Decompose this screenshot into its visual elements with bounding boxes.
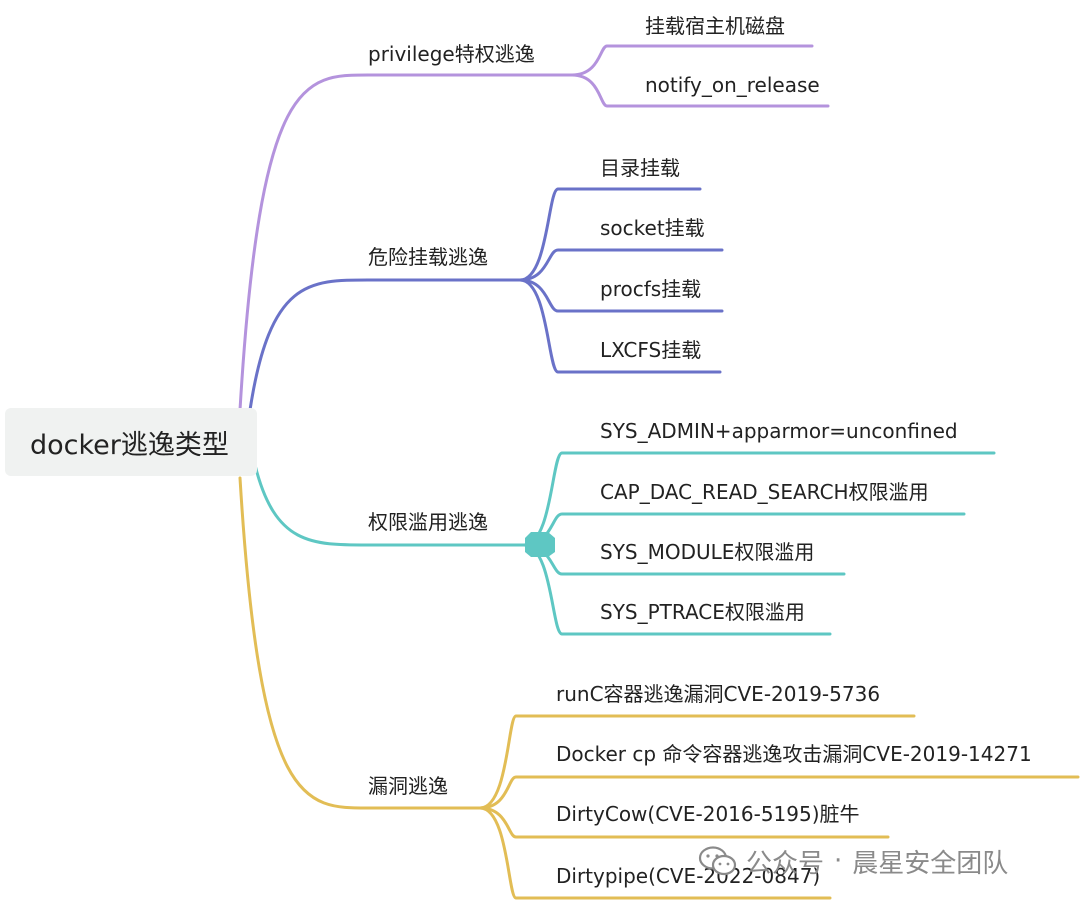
- branch-connector-3: [238, 476, 370, 810]
- leaf-docker-cp-cve[interactable]: Docker cp 命令容器逃逸攻击漏洞CVE-2019-14271: [556, 742, 1032, 766]
- leaf-directory-mount[interactable]: 目录挂载: [600, 156, 680, 180]
- branch-connector-2: [253, 463, 370, 547]
- leaf-sys-admin-apparmor[interactable]: SYS_ADMIN+apparmor=unconfined: [600, 419, 958, 443]
- leaf-procfs-mount[interactable]: procfs挂载: [600, 277, 702, 301]
- leaf-connector-0-0: [570, 44, 814, 77]
- leaf-dirtycow-cve[interactable]: DirtyCow(CVE-2016-5195)脏牛: [556, 802, 860, 826]
- watermark: 公众号 · 晨星安全团队: [698, 838, 1008, 884]
- leaf-dirtypipe-cve[interactable]: Dirtypipe(CVE-2022-0847): [556, 864, 821, 888]
- branch-privilege-label[interactable]: privilege特权逃逸: [368, 42, 535, 66]
- leaf-connector-3-3: [478, 806, 832, 900]
- leaf-cap-dac-read-search[interactable]: CAP_DAC_READ_SEARCH权限滥用: [600, 480, 929, 504]
- root-node[interactable]: [5, 408, 257, 476]
- leaf-notify-on-release[interactable]: notify_on_release: [645, 73, 820, 97]
- leaf-connector-1-0: [518, 187, 702, 282]
- root-node-label: docker逃逸类型: [30, 430, 229, 461]
- branch-connector-1: [248, 278, 370, 412]
- leaf-connector-1-3: [518, 278, 722, 374]
- branch-connector-0: [238, 73, 370, 412]
- wechat-icon: [698, 846, 737, 876]
- leaf-sys-ptrace[interactable]: SYS_PTRACE权限滥用: [600, 600, 805, 624]
- leaf-connector-1-2: [518, 278, 724, 313]
- leaf-lxcfs-mount[interactable]: LXCFS挂载: [600, 338, 702, 362]
- leaf-runc-cve[interactable]: runC容器逃逸漏洞CVE-2019-5736: [556, 682, 881, 706]
- branch-vulnerability-label[interactable]: 漏洞逃逸: [368, 774, 448, 798]
- branch-dangerous-mount-label[interactable]: 危险挂载逃逸: [368, 245, 488, 269]
- collapse-marker-icon[interactable]: [525, 532, 555, 557]
- leaf-socket-mount[interactable]: socket挂载: [600, 216, 705, 240]
- leaf-mount-host-disk[interactable]: 挂载宿主机磁盘: [645, 14, 785, 38]
- leaf-connector-0-1: [570, 73, 830, 108]
- leaf-connector-3-1: [478, 775, 1080, 810]
- watermark-separator: ·: [834, 846, 843, 876]
- watermark-account-name: 晨星安全团队: [852, 848, 1009, 879]
- leaf-connector-3-0: [478, 714, 916, 810]
- watermark-platform: 公众号: [746, 848, 825, 879]
- leaf-connector-1-1: [518, 248, 724, 282]
- branch-privilege-abuse-label[interactable]: 权限滥用逃逸: [368, 510, 488, 534]
- leaf-sys-module[interactable]: SYS_MODULE权限滥用: [600, 540, 815, 564]
- leaf-connector-3-2: [478, 806, 890, 839]
